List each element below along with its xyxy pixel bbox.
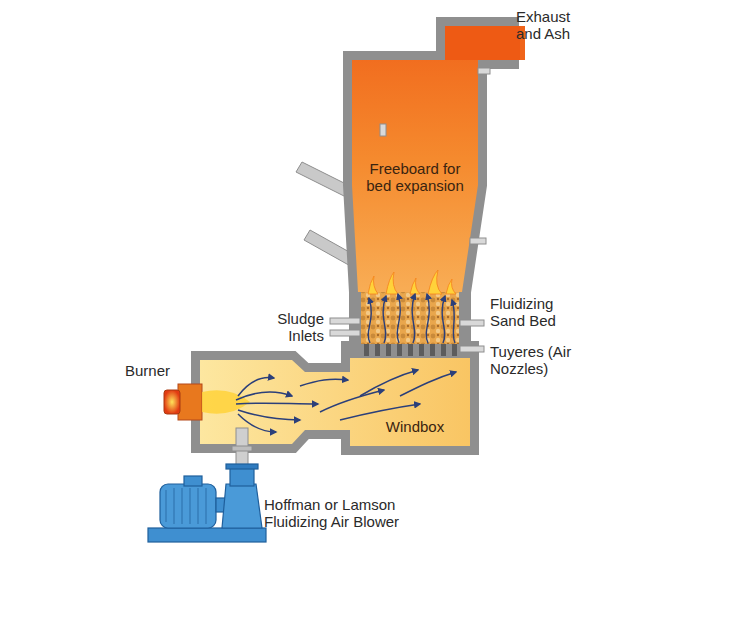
region-label: Freeboard for bed expansion <box>356 160 474 195</box>
sand-bed-label: Fluidizing Sand Bed <box>490 295 582 330</box>
region-label: Windbox <box>372 418 458 435</box>
freeboard-region: Freeboard for bed expansion <box>356 160 474 195</box>
windbox-region: Windbox <box>372 418 458 435</box>
inlet-label: Sludge Inlets <box>248 310 324 345</box>
blower-label: Hoffman or Lamson Fluidizing Air Blower <box>264 496 460 531</box>
burner-label: Burner <box>100 362 170 379</box>
tuyere-label: Tuyeres (Air Nozzles) <box>490 343 602 378</box>
exhaust-label: Exhaust and Ash <box>516 8 588 43</box>
